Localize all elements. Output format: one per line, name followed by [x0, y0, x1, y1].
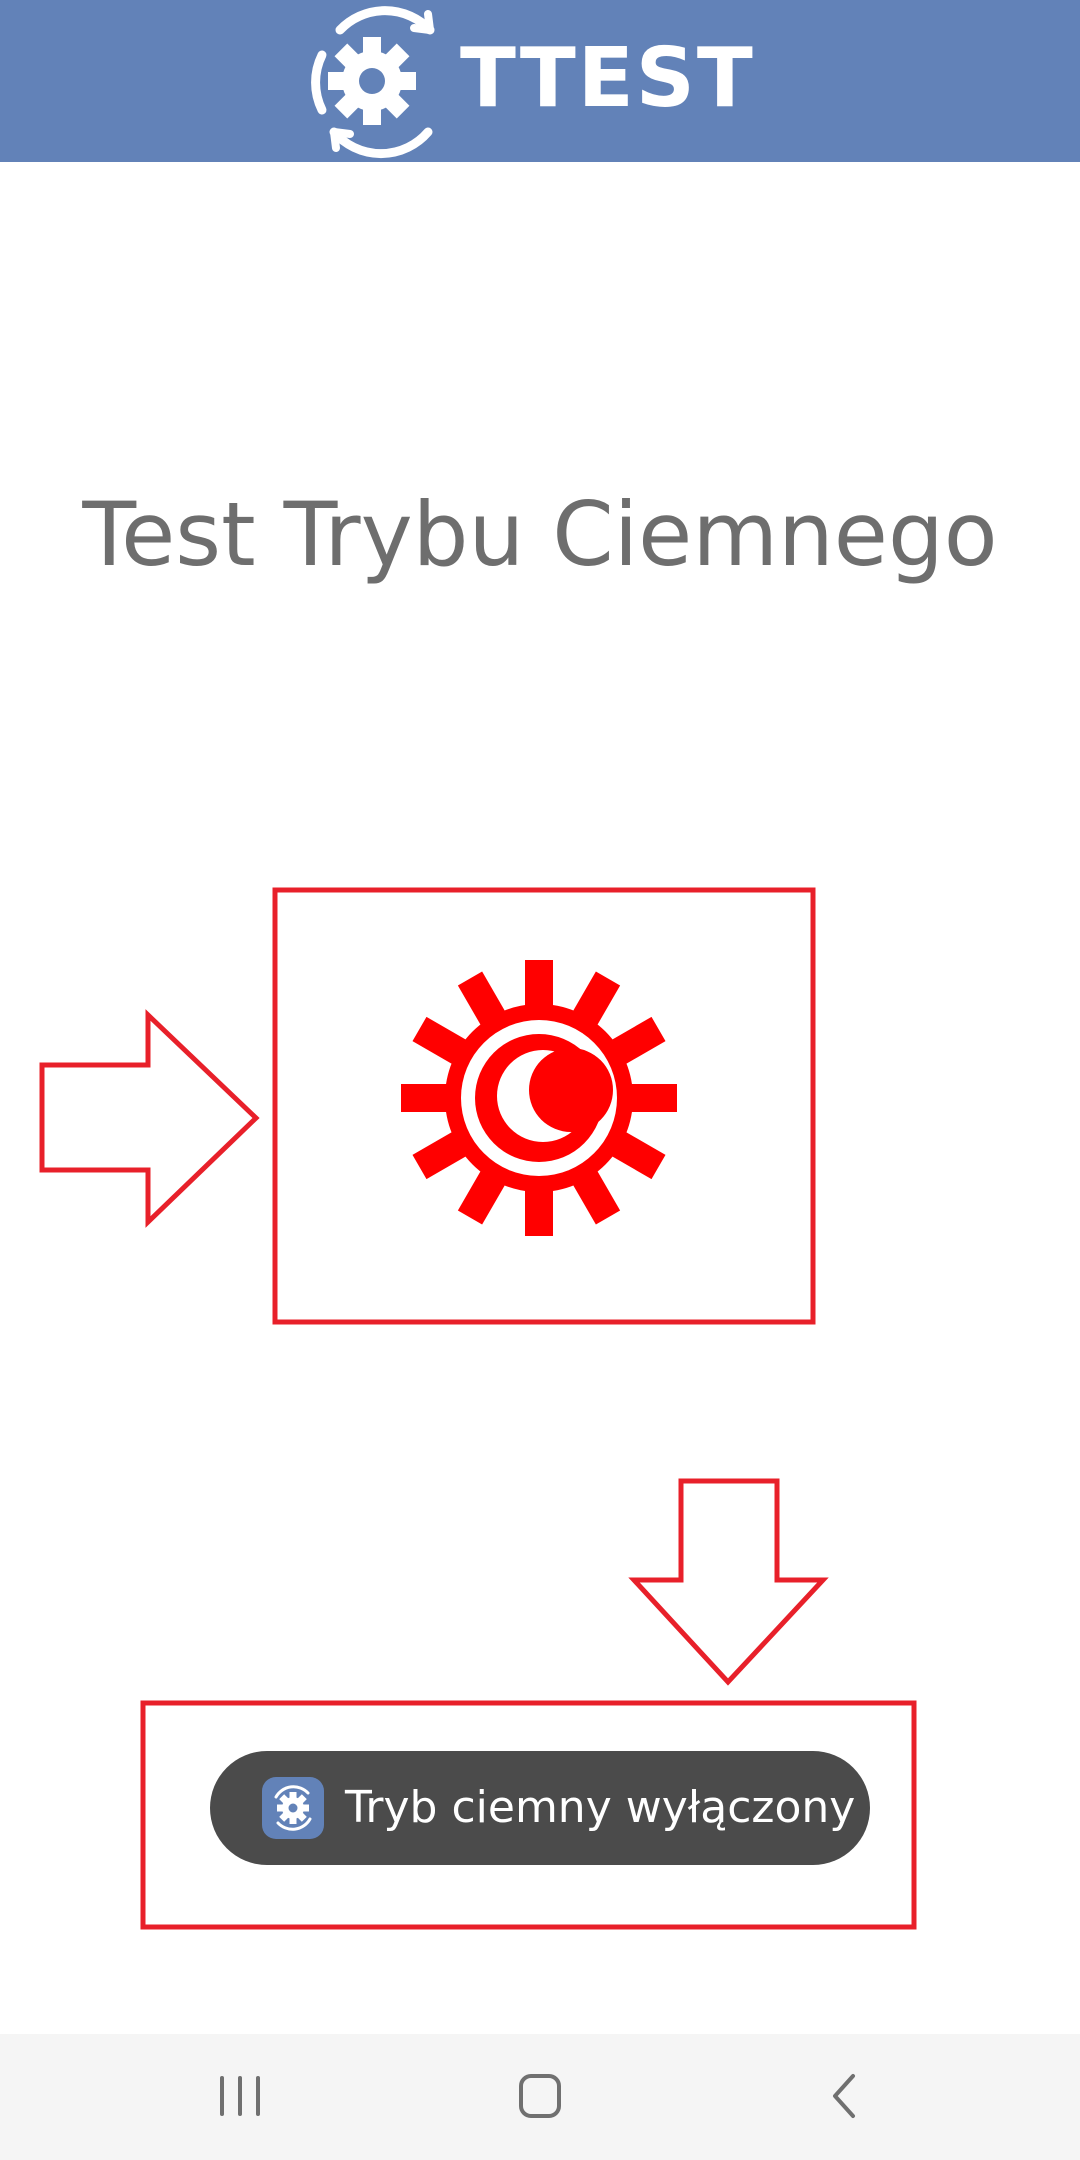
arrow-down-icon: [628, 1478, 829, 1686]
app-header: TTEST: [0, 0, 1080, 162]
toast-message: Tryb ciemny wyłączony: [345, 1782, 856, 1833]
home-button[interactable]: [480, 2052, 600, 2142]
toast: Tryb ciemny wyłączony: [210, 1751, 870, 1865]
back-icon: [833, 2074, 855, 2118]
sun-moon-icon: [401, 960, 677, 1236]
recent-apps-icon: [220, 2076, 260, 2116]
page-title: Test Trybu Ciemnego: [82, 483, 998, 586]
ttest-logo: TTEST: [300, 0, 780, 162]
home-icon: [519, 2074, 561, 2118]
dark-mode-toggle[interactable]: [275, 890, 813, 1322]
app-gear-icon: [262, 1777, 324, 1839]
recent-apps-button[interactable]: [180, 2052, 300, 2142]
logo-text: TTEST: [460, 31, 755, 126]
gear-cycle-icon: [311, 6, 435, 158]
system-nav-bar: [0, 2034, 1080, 2160]
arrow-right-icon: [39, 1009, 260, 1228]
back-button[interactable]: [785, 2052, 905, 2142]
